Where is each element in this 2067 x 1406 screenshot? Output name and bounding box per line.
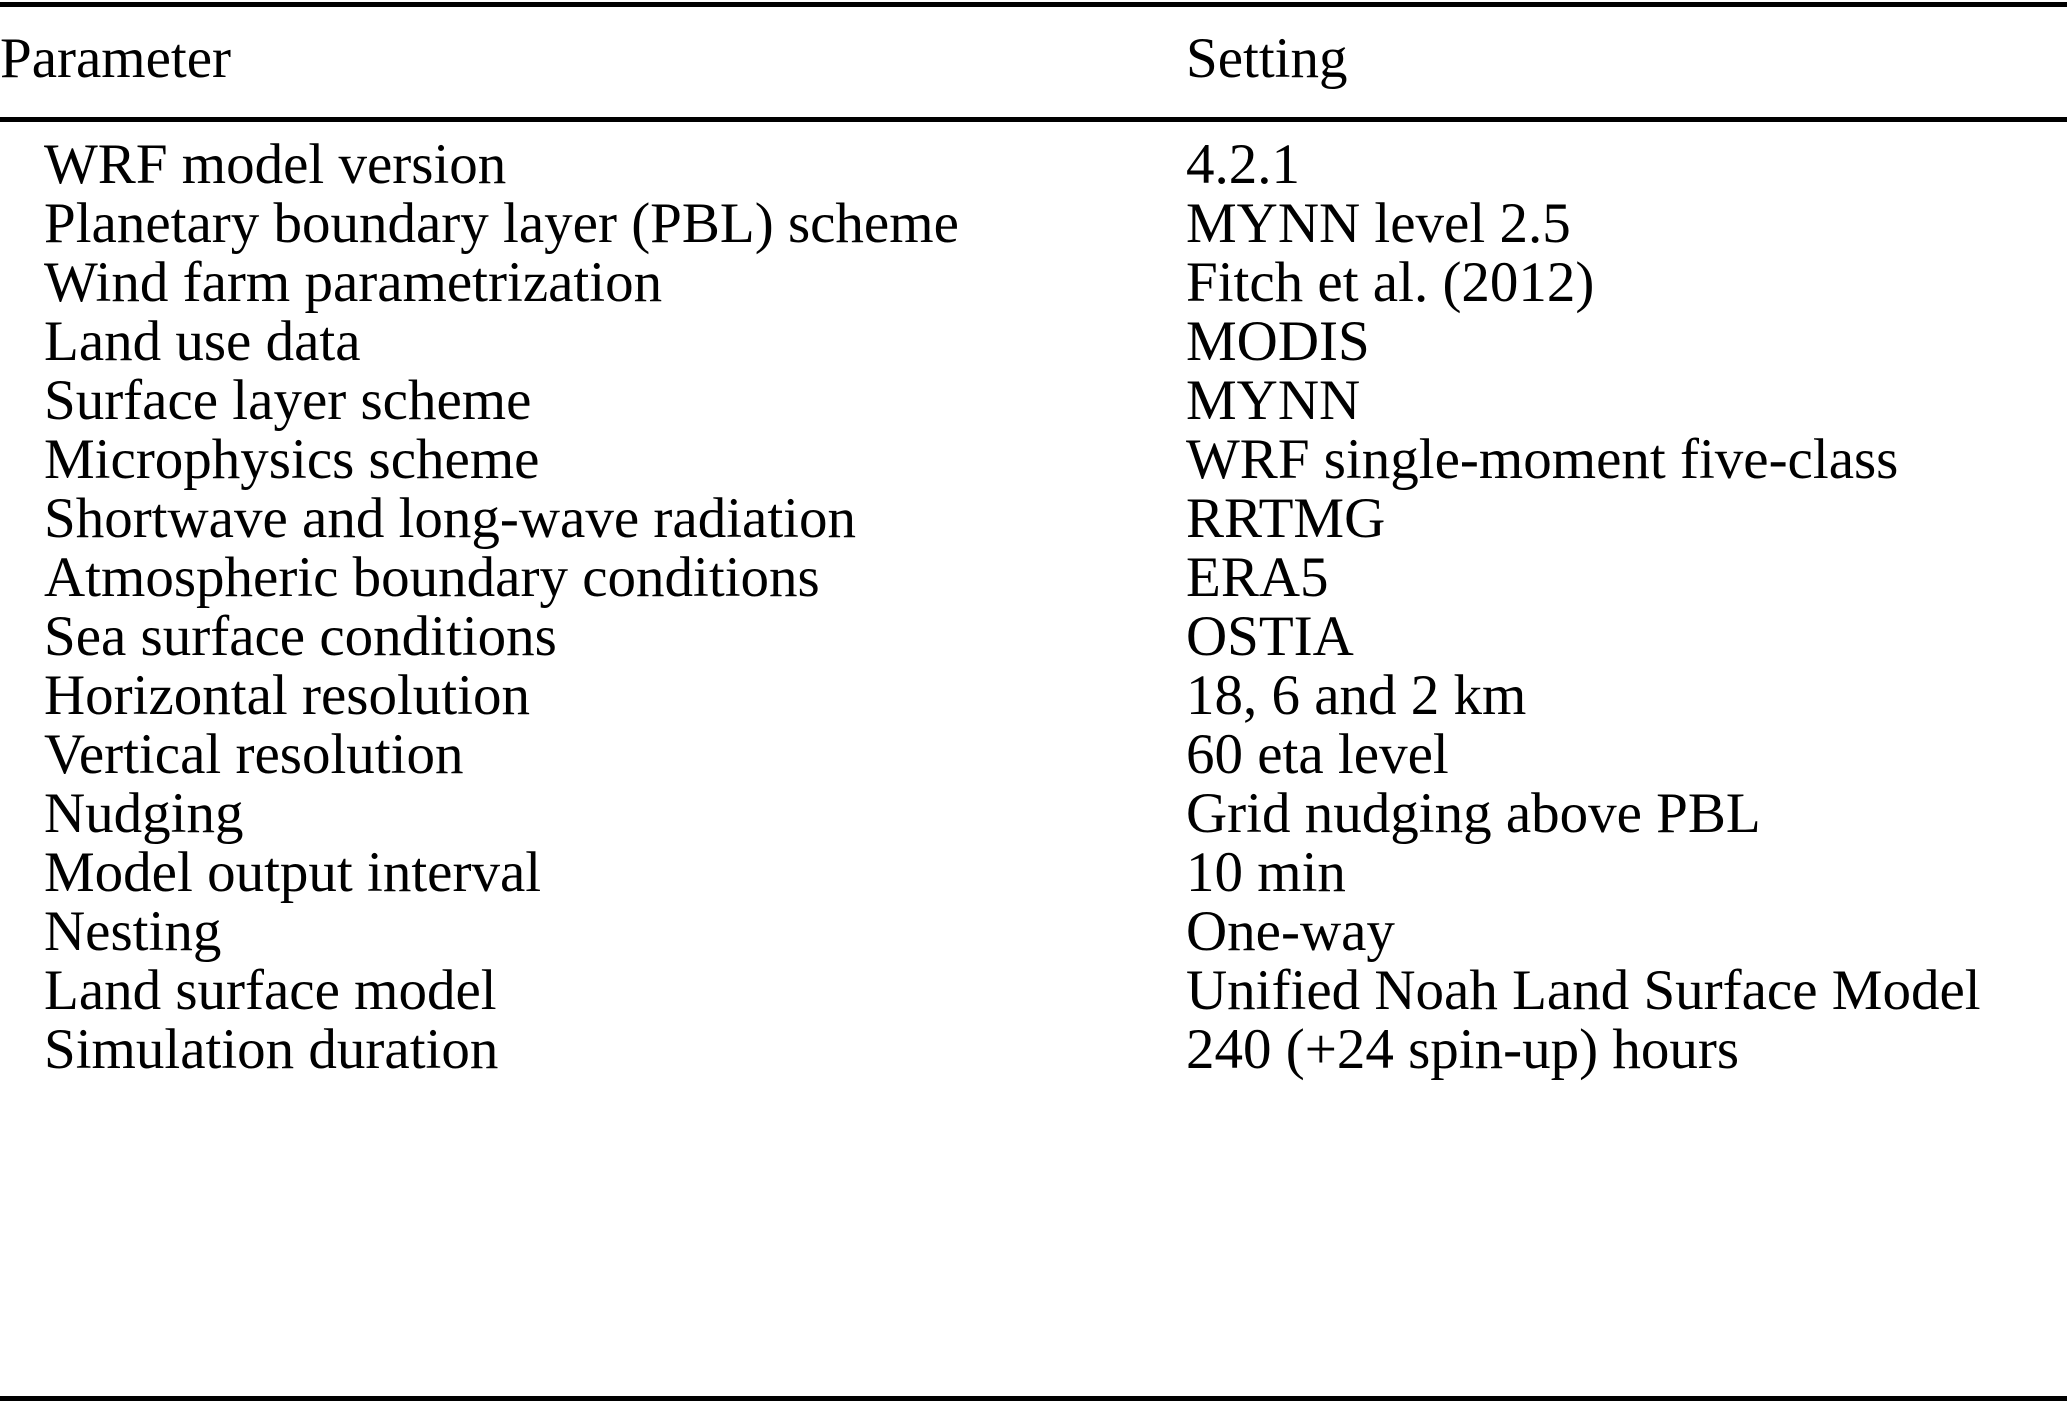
table-top-rule xyxy=(0,2,2067,7)
cell-setting: MYNN level 2.5 xyxy=(1186,192,1571,255)
column-header-setting: Setting xyxy=(1186,27,1348,90)
cell-parameter: Nudging xyxy=(44,782,244,845)
table-row: Atmospheric boundary conditions ERA5 xyxy=(0,548,2067,607)
table-row: Shortwave and long-wave radiation RRTMG xyxy=(0,489,2067,548)
table-bottom-rule xyxy=(0,1396,2067,1401)
table-row: Nesting One-way xyxy=(0,902,2067,961)
table-row: Land surface model Unified Noah Land Surf… xyxy=(0,961,2067,1020)
cell-parameter: Wind farm parametrization xyxy=(44,251,663,314)
cell-parameter: WRF model version xyxy=(44,133,507,196)
cell-parameter: Microphysics scheme xyxy=(44,428,540,491)
table-row: Land use data MODIS xyxy=(0,312,2067,371)
column-header-parameter: Parameter xyxy=(0,27,232,90)
cell-parameter: Vertical resolution xyxy=(44,723,464,786)
settings-table: Parameter Setting WRF model version 4.2.1… xyxy=(0,0,2067,1097)
cell-parameter: Nesting xyxy=(44,900,222,963)
cell-parameter: Atmospheric boundary conditions xyxy=(44,546,820,609)
cell-setting: ERA5 xyxy=(1186,546,1329,609)
table-header-rule xyxy=(0,117,2067,122)
cell-setting: 60 eta level xyxy=(1186,723,1449,786)
cell-parameter: Model output interval xyxy=(44,841,542,904)
table-row: Microphysics scheme WRF single-moment fiv… xyxy=(0,430,2067,489)
table-row: Planetary boundary layer (PBL) scheme MYN… xyxy=(0,194,2067,253)
table-header: Parameter Setting xyxy=(0,0,2067,117)
table-bottom-spacer xyxy=(0,1079,2067,1097)
cell-parameter: Simulation duration xyxy=(44,1018,499,1081)
cell-parameter: Land use data xyxy=(44,310,361,373)
table-row: Sea surface conditions OSTIA xyxy=(0,607,2067,666)
table-row: WRF model version 4.2.1 xyxy=(0,135,2067,194)
cell-setting: RRTMG xyxy=(1186,487,1386,550)
table-row: Vertical resolution 60 eta level xyxy=(0,725,2067,784)
table-row: Horizontal resolution 18, 6 and 2 km xyxy=(0,666,2067,725)
cell-setting: One-way xyxy=(1186,900,1395,963)
cell-setting: Unified Noah Land Surface Model xyxy=(1186,959,1981,1022)
cell-parameter: Planetary boundary layer (PBL) scheme xyxy=(44,192,959,255)
cell-parameter: Horizontal resolution xyxy=(44,664,530,727)
cell-parameter: Land surface model xyxy=(44,959,497,1022)
table-row: Nudging Grid nudging above PBL xyxy=(0,784,2067,843)
cell-setting: Fitch et al. (2012) xyxy=(1186,251,1595,314)
cell-setting: Grid nudging above PBL xyxy=(1186,782,1761,845)
table-row: Model output interval 10 min xyxy=(0,843,2067,902)
cell-setting: 18, 6 and 2 km xyxy=(1186,664,1527,727)
cell-setting: 10 min xyxy=(1186,841,1346,904)
cell-setting: MODIS xyxy=(1186,310,1370,373)
header-row: Parameter Setting xyxy=(0,0,2067,117)
cell-parameter: Shortwave and long-wave radiation xyxy=(44,487,856,550)
table-row: Simulation duration 240 (+24 spin-up) hou… xyxy=(0,1020,2067,1079)
table-row: Surface layer scheme MYNN xyxy=(0,371,2067,430)
cell-setting: 240 (+24 spin-up) hours xyxy=(1186,1018,1740,1081)
cell-setting: OSTIA xyxy=(1186,605,1354,668)
table-row: Wind farm parametrization Fitch et al. (2… xyxy=(0,253,2067,312)
cell-setting: MYNN xyxy=(1186,369,1361,432)
cell-setting: 4.2.1 xyxy=(1186,133,1300,196)
cell-parameter: Sea surface conditions xyxy=(44,605,557,668)
cell-parameter: Surface layer scheme xyxy=(44,369,532,432)
cell-setting: WRF single-moment five-class xyxy=(1186,428,1899,491)
